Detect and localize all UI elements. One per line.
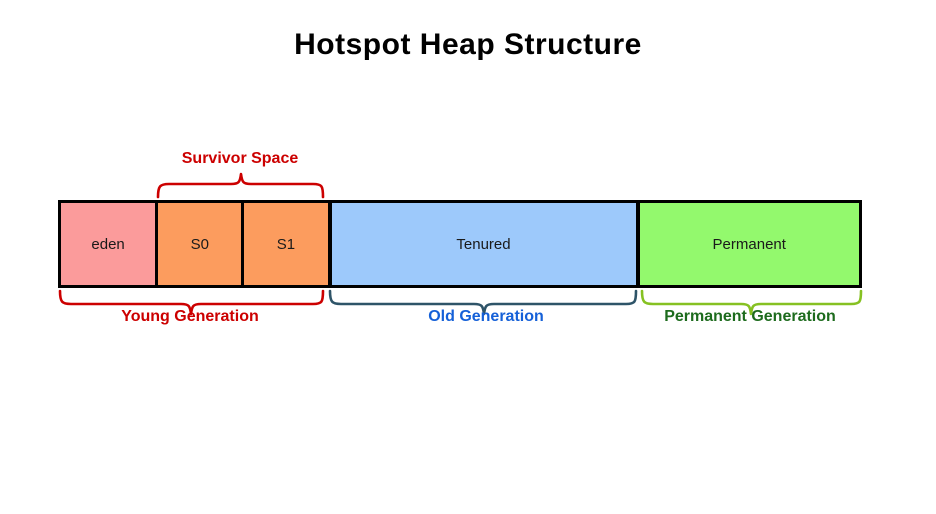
young-generation-label: Young Generation <box>121 308 259 325</box>
heap-bar: eden S0 S1 Tenured Permanent <box>58 200 862 288</box>
survivor-space-label: Survivor Space <box>181 150 299 167</box>
heap-block-s0-label: S0 <box>190 235 209 253</box>
page-title: Hotspot Heap Structure <box>294 28 642 61</box>
heap-block-eden[interactable]: eden <box>61 203 156 285</box>
heap-block-permanent-label: Permanent <box>712 235 786 253</box>
heap-block-s1-label: S1 <box>276 235 296 253</box>
survivor-space-brace-icon <box>156 172 325 199</box>
heap-block-s1[interactable]: S1 <box>241 203 328 285</box>
heap-block-permanent[interactable]: Permanent <box>635 203 859 285</box>
old-generation-label: Old Generation <box>428 308 544 325</box>
permanent-generation-label: Permanent Generation <box>664 308 836 325</box>
heap-block-eden-label: eden <box>91 235 125 253</box>
heap-block-s0[interactable]: S0 <box>155 203 242 285</box>
heap-block-tenured-label: Tenured <box>456 235 511 253</box>
heap-block-tenured[interactable]: Tenured <box>327 203 636 285</box>
